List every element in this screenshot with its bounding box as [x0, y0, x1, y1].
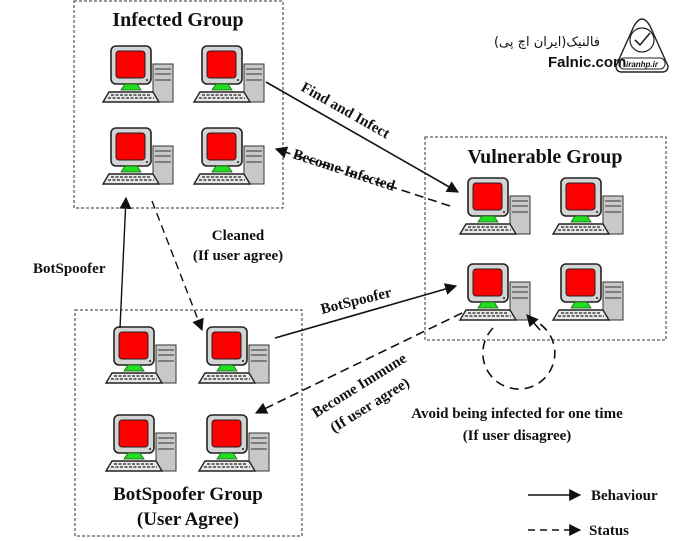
legend-status-label: Status [589, 523, 629, 539]
find-and-infect-arrow [265, 81, 460, 193]
botspoofer-computers [105, 326, 270, 472]
cleaned-label: Cleaned [212, 228, 265, 244]
avoid-infection-condition-label: (If user disagree) [463, 428, 572, 444]
botspoofer-right-label: BotSpoofer [319, 285, 394, 318]
become-immune-arrow [254, 312, 463, 414]
iranhp-badge-icon: iranhp.ir [615, 18, 669, 73]
computer-icon [552, 177, 624, 235]
avoid-infection-loop [482, 321, 556, 390]
vulnerable-group-box [424, 136, 667, 341]
computer-icon [193, 45, 265, 103]
avoid-infection-label: Avoid being infected for one time [411, 406, 623, 422]
logo-latin-text: Falnic.com [548, 54, 626, 71]
computer-icon [459, 263, 531, 321]
computer-icon [102, 127, 174, 185]
computer-icon [105, 326, 177, 384]
botspoofer-group-box [74, 309, 303, 537]
logo-persian-text: فالنیک(ایران اچ پی) [494, 35, 600, 50]
vulnerable-computers [459, 177, 624, 321]
infected-group-title: Infected Group [112, 9, 243, 31]
computer-icon [198, 414, 270, 472]
infected-computers [102, 45, 265, 185]
botspoofer-up-arrow [119, 196, 132, 329]
computer-icon [552, 263, 624, 321]
computer-icon [459, 177, 531, 235]
become-infected-label: Become Infected [291, 147, 398, 195]
computer-icon [198, 326, 270, 384]
computer-icon [102, 45, 174, 103]
botspoofer-up-label: BotSpoofer [33, 261, 106, 277]
avoid-infection-arrowhead [526, 314, 541, 331]
badge-text: iranhp.ir [626, 60, 659, 69]
legend-behaviour-label: Behaviour [591, 488, 658, 504]
legend: Behaviour Status [528, 488, 658, 539]
infected-group-box [73, 0, 284, 209]
botspoofer-right-arrow [274, 283, 458, 339]
vulnerable-group-title: Vulnerable Group [467, 146, 622, 168]
find-and-infect-label: Find and Infect [298, 80, 392, 143]
computer-icon [105, 414, 177, 472]
botspoofer-group-subtitle: (User Agree) [137, 509, 239, 530]
become-infected-arrow [274, 146, 451, 207]
computer-icon [193, 127, 265, 185]
cleaned-arrow [151, 200, 204, 332]
falnic-logo: فالنیک(ایران اچ پی) Falnic.com iranhp.ir [494, 18, 669, 73]
botspoofer-group-title: BotSpoofer Group [113, 484, 263, 505]
cleaned-condition-label: (If user agree) [193, 248, 283, 264]
